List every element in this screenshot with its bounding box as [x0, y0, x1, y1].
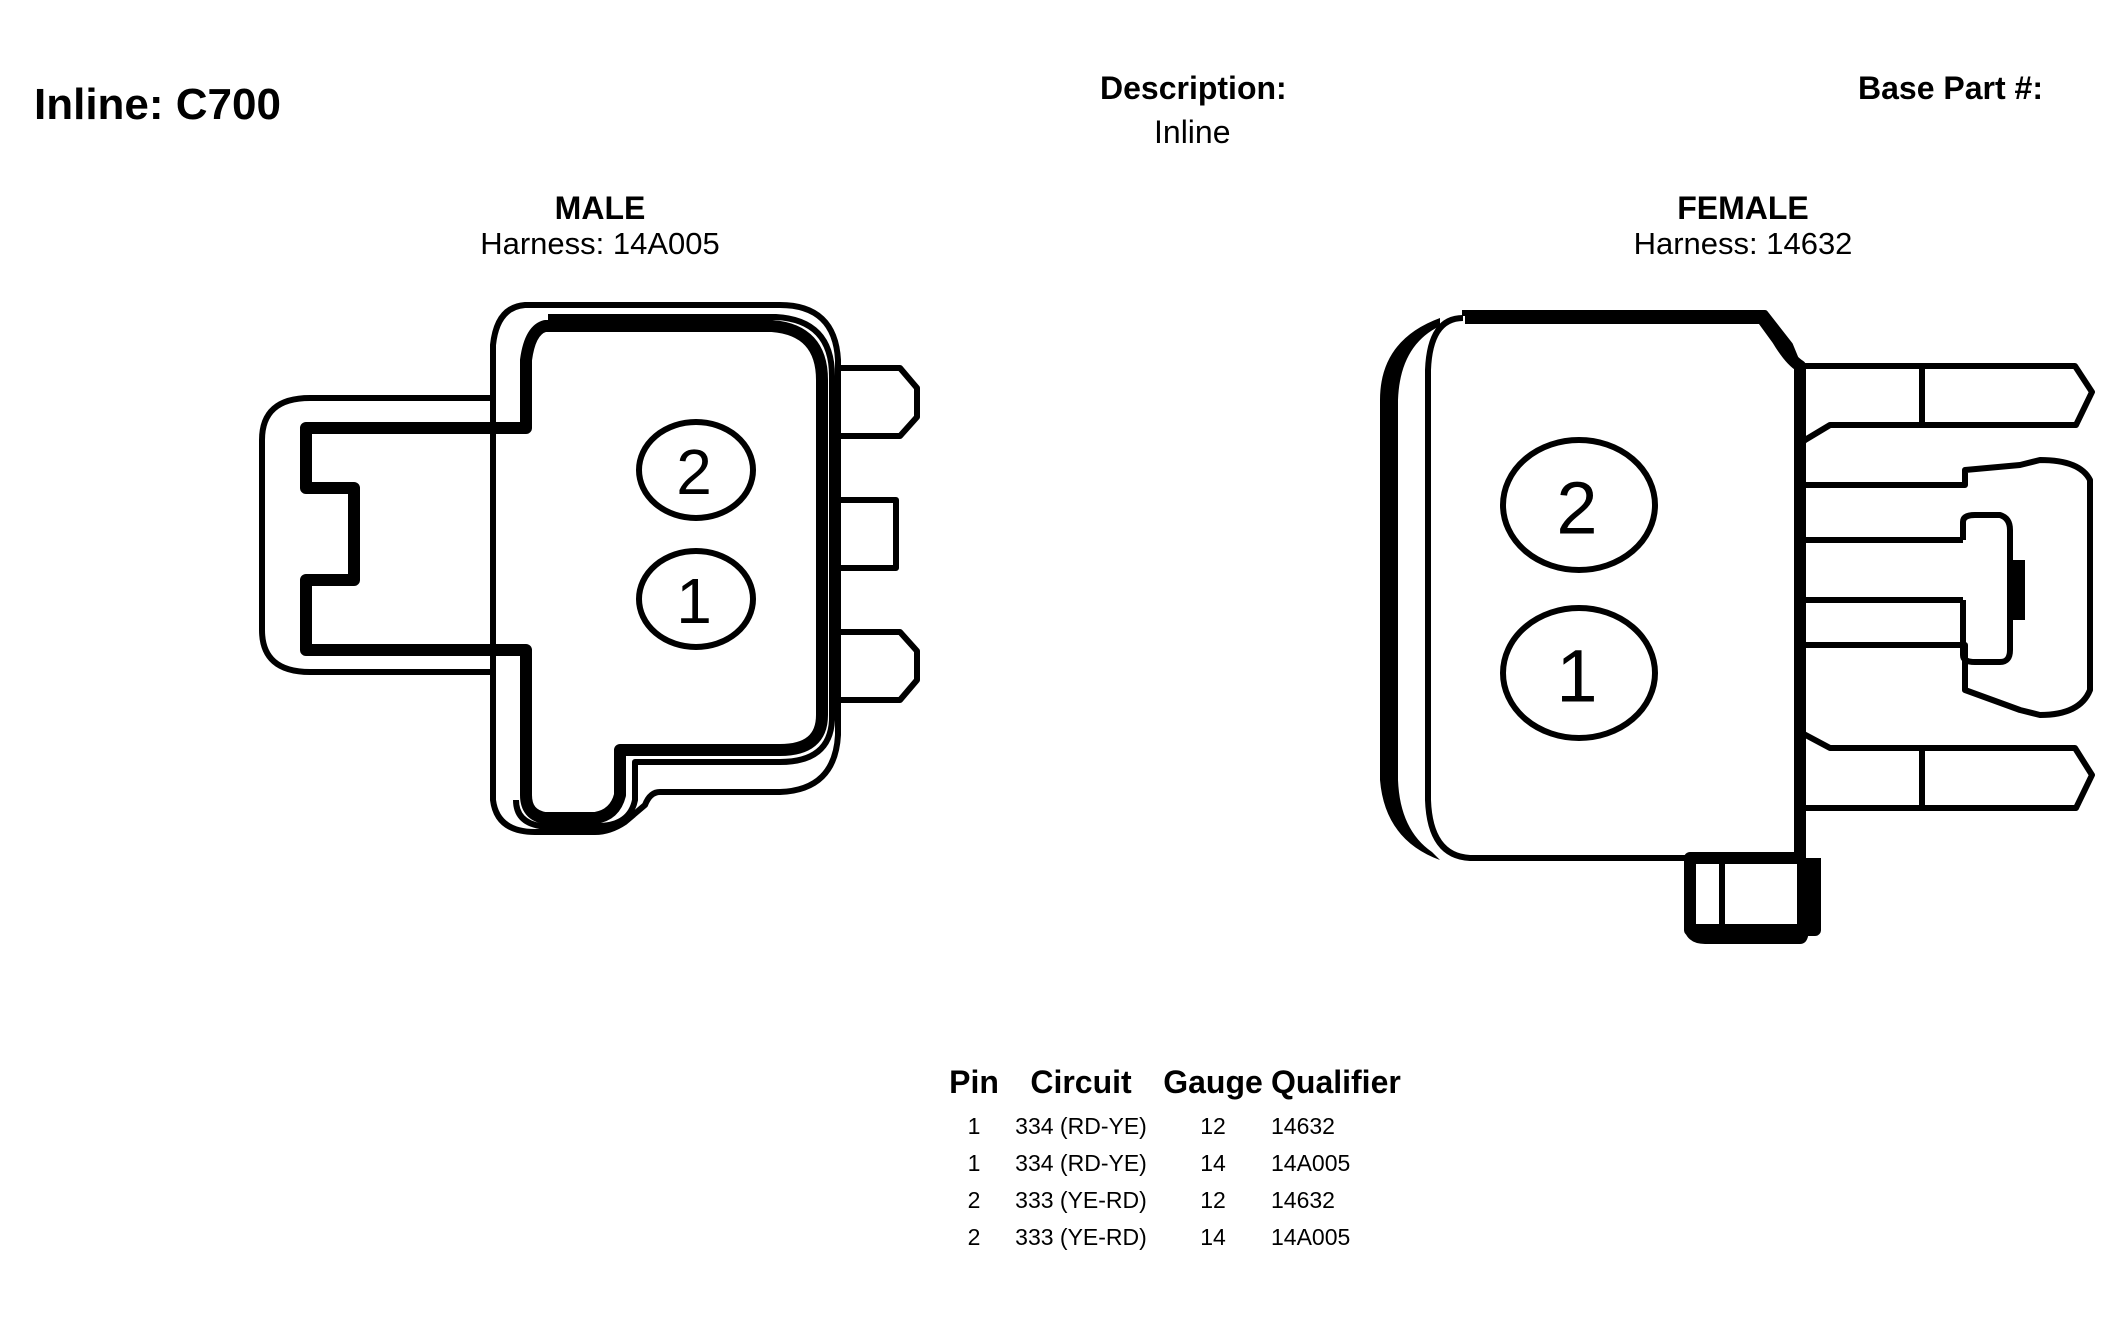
description-value: Inline [1154, 114, 1231, 150]
male-terminal-top [838, 365, 920, 439]
female-title: FEMALE [1677, 190, 1809, 226]
description-label: Description: [1100, 70, 1287, 106]
header-qualifier: Qualifier [1271, 1064, 1401, 1100]
female-latch-inner [1960, 512, 2013, 665]
header-gauge: Gauge [1163, 1064, 1263, 1100]
male-inner-body [300, 320, 828, 824]
female-pin-1-label: 1 [1556, 635, 1597, 718]
cell-qualifier: 14632 [1271, 1187, 1335, 1213]
female-latch-tab [2010, 560, 2025, 620]
female-latch-housing [1800, 457, 2093, 718]
female-pin-1-circle [1500, 605, 1658, 741]
cell-gauge: 12 [1200, 1113, 1226, 1139]
cell-qualifier: 14632 [1271, 1113, 1335, 1139]
male-pin-2-label: 2 [676, 436, 712, 508]
cell-pin: 2 [967, 1187, 981, 1213]
pin-table-header-row: Pin Circuit Gauge Qualifier [945, 1064, 1425, 1108]
cell-gauge: 12 [1200, 1187, 1226, 1213]
cell-pin: 1 [967, 1113, 981, 1139]
cell-pin: 1 [967, 1150, 981, 1176]
table-row: 1 334 (RD-YE) 14 14A005 [945, 1145, 1425, 1182]
male-outer-shell [259, 302, 841, 835]
male-pin-1-circle [636, 548, 756, 650]
table-row: 1 334 (RD-YE) 12 14632 [945, 1108, 1425, 1145]
table-row: 2 333 (YE-RD) 12 14632 [945, 1182, 1425, 1219]
female-harness: Harness: 14632 [1633, 226, 1853, 261]
table-row: 2 333 (YE-RD) 14 14A005 [945, 1219, 1425, 1256]
male-pin-1-label: 1 [676, 565, 712, 637]
cell-qualifier: 14A005 [1271, 1150, 1351, 1176]
cell-circuit: 333 (YE-RD) [1015, 1187, 1147, 1213]
cell-gauge: 14 [1200, 1150, 1226, 1176]
base-part-label: Base Part #: [1858, 70, 2043, 106]
male-terminal-bottom [838, 629, 920, 703]
female-terminal-bottom [1798, 729, 2095, 811]
header-pin: Pin [949, 1064, 999, 1100]
male-connector: 2 1 [259, 302, 920, 835]
female-pin-2-label: 2 [1556, 467, 1597, 550]
cell-pin: 2 [967, 1224, 981, 1250]
male-title: MALE [554, 190, 646, 226]
female-body-outline [1425, 315, 1690, 861]
pin-table: Pin Circuit Gauge Qualifier 1 334 (RD-YE… [945, 1064, 1425, 1256]
header-circuit: Circuit [1030, 1064, 1132, 1100]
cell-qualifier: 14A005 [1271, 1224, 1351, 1250]
cell-circuit: 334 (RD-YE) [1015, 1150, 1147, 1176]
female-main-body [1465, 312, 1821, 936]
male-harness: Harness: 14A005 [480, 226, 720, 261]
cell-gauge: 14 [1200, 1224, 1226, 1250]
connector-title: Inline: C700 [34, 80, 281, 129]
male-pin-2-circle [636, 419, 756, 521]
cell-circuit: 334 (RD-YE) [1015, 1113, 1147, 1139]
female-connector: 2 1 [1380, 310, 2095, 944]
cell-circuit: 333 (YE-RD) [1015, 1224, 1147, 1250]
female-terminal-top [1797, 363, 2095, 448]
female-left-edge [1380, 318, 1440, 860]
male-inner-ring [513, 314, 835, 829]
female-bottom-tab [1684, 858, 1809, 944]
female-pin-2-circle [1500, 437, 1658, 573]
male-terminal-middle [838, 497, 899, 571]
